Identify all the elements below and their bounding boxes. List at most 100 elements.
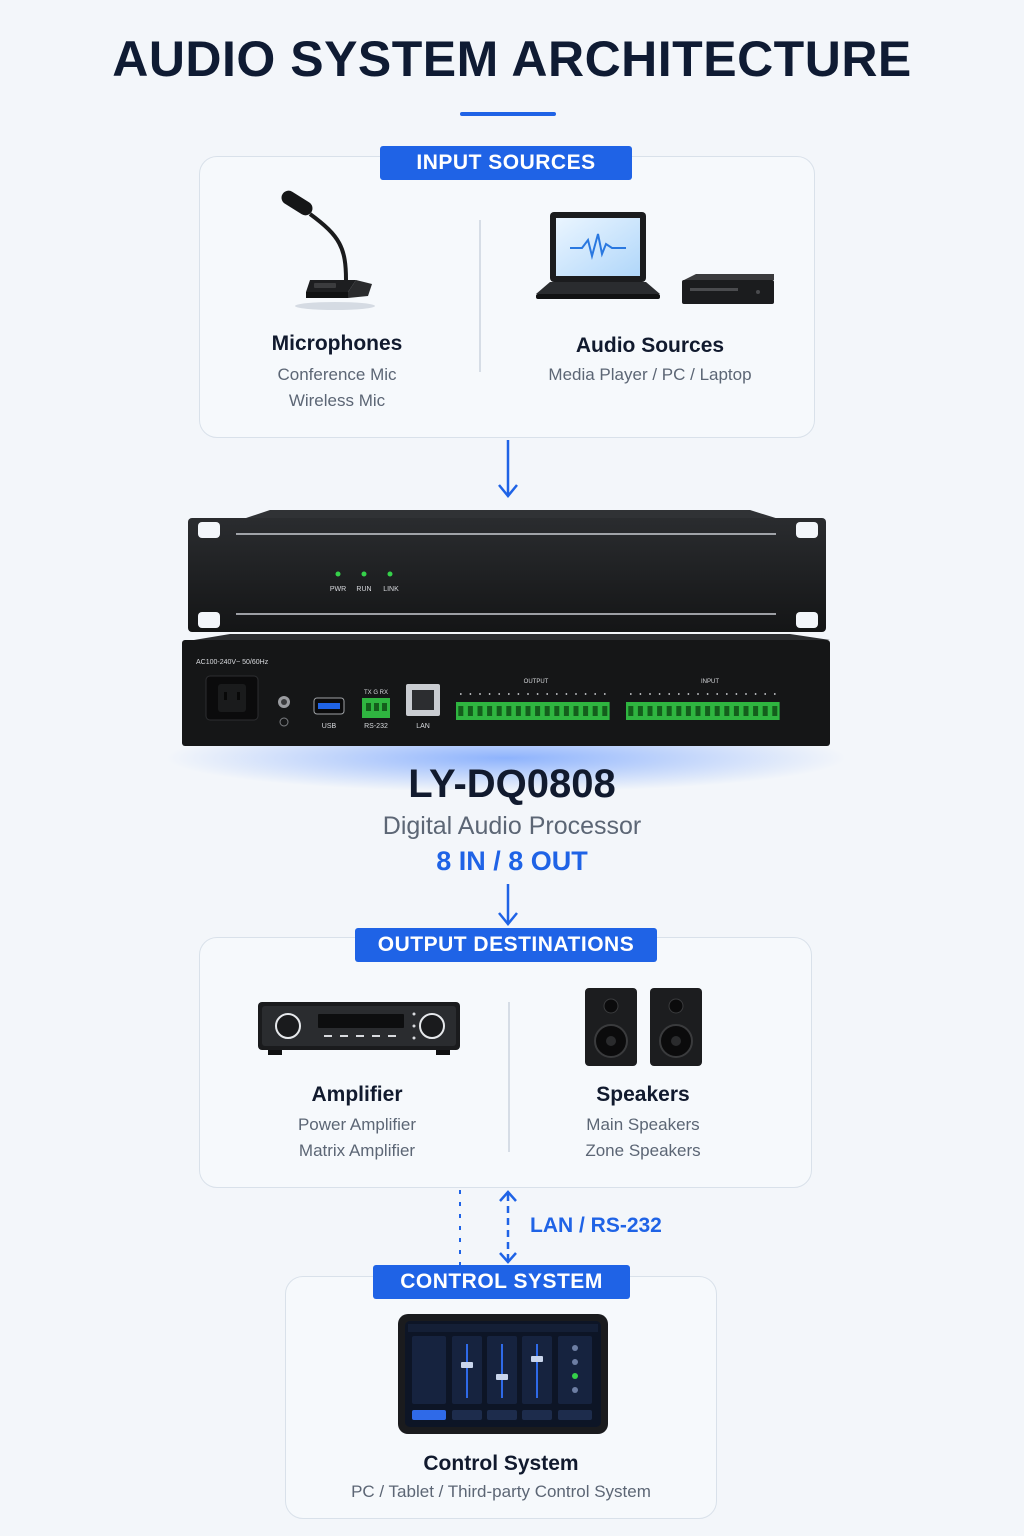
output-pin-marker [546,693,549,695]
input-pin-marker [745,693,747,695]
link-label: LINK [383,586,399,593]
microphones-line-1: Conference Mic [277,365,397,384]
output-pin [563,706,569,716]
output-pin [602,706,608,716]
link-protocol-label: LAN / RS-232 [530,1214,662,1237]
usb-label: USB [322,723,337,730]
output-pin-marker [459,693,462,695]
input-pin [666,706,672,716]
control-system-badge: CONTROL SYSTEM [373,1265,630,1299]
output-pin [544,706,550,716]
output-terminal-block [456,702,610,720]
input-divider [479,220,481,372]
input-pin [685,706,691,716]
pwr-label: PWR [330,586,346,593]
output-pin [496,706,502,716]
laptop-icon [536,212,660,299]
output-pin [477,706,483,716]
output-pin-marker [488,693,491,695]
speakers-line-1: Main Speakers [586,1115,700,1134]
amplifier-line-2: Matrix Amplifier [298,1141,416,1160]
input-pin-marker [725,693,728,695]
input-pin [743,706,749,716]
input-pin-marker [677,693,680,695]
power-rating-label: AC100-240V~ 50/60Hz [196,659,269,666]
output-pin-marker [565,693,568,695]
page-title: AUDIO SYSTEM ARCHITECTURE [112,31,912,87]
output-pin-marker [507,693,510,695]
microphone-icon [281,190,375,310]
microphones-line-2: Wireless Mic [288,391,386,410]
output-pin [467,706,473,716]
output-destinations-badge: OUTPUT DESTINATIONS [355,928,657,962]
input-pin-marker [773,693,776,695]
output-pin-marker [479,693,481,695]
control-system-line-1: PC / Tablet / Third-party Control System [351,1482,651,1501]
output-destinations-panel [199,937,812,1188]
input-pin [705,706,711,716]
rs232-label: RS-232 [364,723,388,730]
input-pin [628,706,634,716]
input-pin-marker [754,693,757,695]
product-model: LY-DQ0808 [408,762,616,806]
output-pin-marker [469,693,472,695]
input-pin [724,706,730,716]
run-led [361,571,367,577]
control-system-title: Control System [423,1452,579,1475]
speakers-line-2: Zone Speakers [585,1141,701,1160]
output-pin [573,706,579,716]
speakers-title: Speakers [596,1083,690,1106]
output-pin [487,706,493,716]
output-pin [506,706,512,716]
input-pin-marker [697,693,699,695]
input-pin [762,706,768,716]
input-pin [714,706,720,716]
output-pin [525,706,531,716]
output-pin-marker [603,693,606,695]
output-label: OUTPUT [524,679,549,685]
input-pin-marker [716,693,719,695]
input-pin-marker [629,693,632,695]
audio-processor-device: PWR RUN LINK AC100-240V~ 50/60Hz USB TX … [166,510,846,790]
input-pin [772,706,778,716]
output-pin [554,706,560,716]
output-pin [515,706,521,716]
output-divider [508,1002,510,1152]
output-pin-marker [527,693,529,695]
audio-sources-title: Audio Sources [575,334,725,357]
output-pin-marker [594,693,597,695]
input-pin-marker [735,693,738,695]
input-sources-badge: INPUT SOURCES [380,146,632,180]
input-pin [676,706,682,716]
amplifier-icon [258,1002,460,1055]
input-pin-marker [649,693,651,695]
output-pin-marker [536,693,539,695]
input-pin [637,706,643,716]
tablet-icon [398,1314,608,1434]
input-pin [733,706,739,716]
input-pin [753,706,759,716]
input-pin-marker [639,693,642,695]
output-pin-marker [555,693,558,695]
media-player-icon [682,274,774,304]
input-pin-marker [764,693,767,695]
amplifier-line-1: Power Amplifier [297,1115,417,1134]
input-pin [695,706,701,716]
output-pin [583,706,589,716]
arrow-down-icon [498,440,518,498]
output-pin [535,706,541,716]
output-pin-marker [575,693,577,695]
pwr-led [335,571,341,577]
output-pin-marker [498,693,501,695]
input-pin-marker [668,693,671,695]
speakers-icon [585,988,702,1066]
microphones-title: Microphones [271,332,403,355]
output-pin-marker [517,693,520,695]
input-label: INPUT [701,679,719,685]
run-label: RUN [356,586,371,593]
output-pin-marker [584,693,587,695]
title-underline [460,112,556,116]
input-pin-marker [706,693,709,695]
output-pin [458,706,464,716]
output-pin [592,706,598,716]
